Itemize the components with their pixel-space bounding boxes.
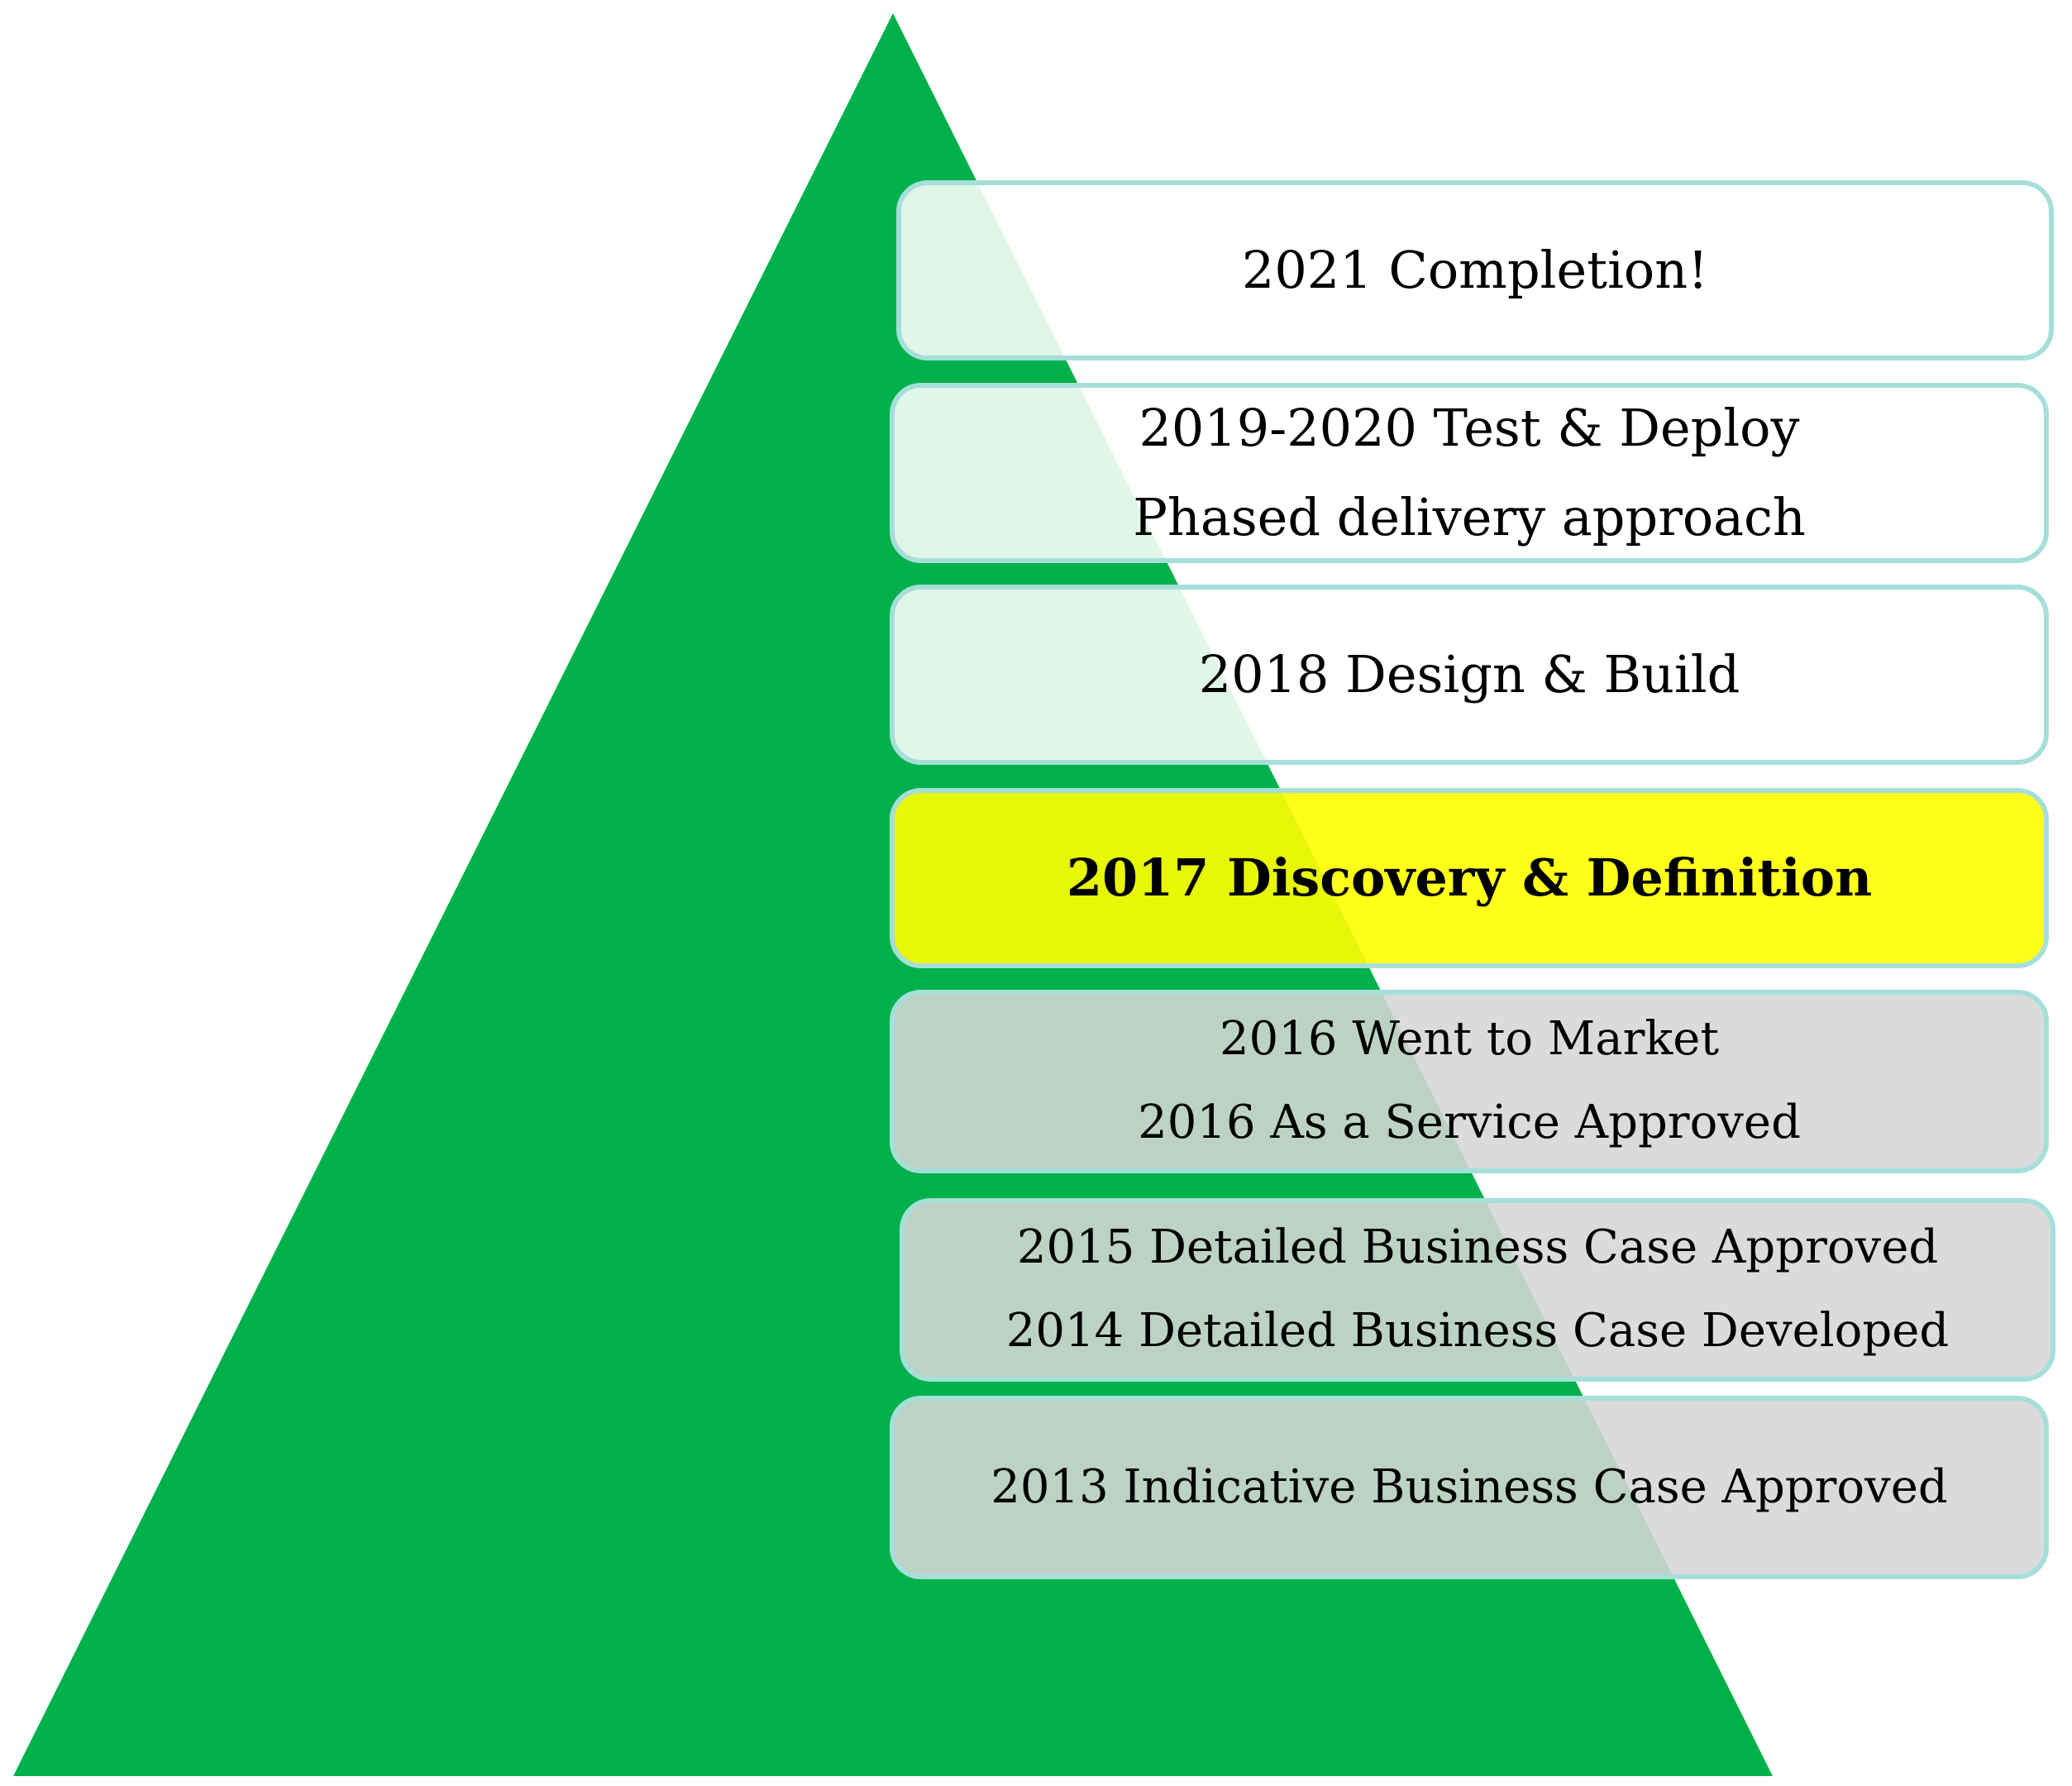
stage-detailed-business-case: 2015 Detailed Business Case Approved 201… — [900, 1198, 2055, 1382]
stage-line: 2015 Detailed Business Case Approved — [1016, 1220, 1939, 1275]
stage-discovery-definition: 2017 Discovery & Definition — [890, 788, 2049, 968]
stage-line: Phased delivery approach — [1133, 487, 1806, 547]
stage-test-deploy: 2019-2020 Test & Deploy Phased delivery … — [890, 383, 2049, 563]
stage-line: 2017 Discovery & Definition — [1066, 847, 1873, 908]
stage-line: 2016 Went to Market — [1220, 1012, 1719, 1067]
stage-completion-2021: 2021 Completion! — [896, 180, 2054, 361]
stage-line: 2016 As a Service Approved — [1138, 1096, 1801, 1149]
stage-design-build: 2018 Design & Build — [890, 585, 2049, 765]
stage-line: 2018 Design & Build — [1198, 643, 1740, 704]
stage-line: 2014 Detailed Business Case Developed — [1005, 1304, 1950, 1358]
stage-line: 2021 Completion! — [1241, 239, 1709, 300]
stage-indicative-business-case: 2013 Indicative Business Case Approved — [890, 1396, 2049, 1579]
stage-line: 2013 Indicative Business Case Approved — [991, 1459, 1948, 1514]
stage-line: 2019-2020 Test & Deploy — [1139, 397, 1800, 458]
stage-went-to-market: 2016 Went to Market 2016 As a Service Ap… — [890, 990, 2049, 1173]
